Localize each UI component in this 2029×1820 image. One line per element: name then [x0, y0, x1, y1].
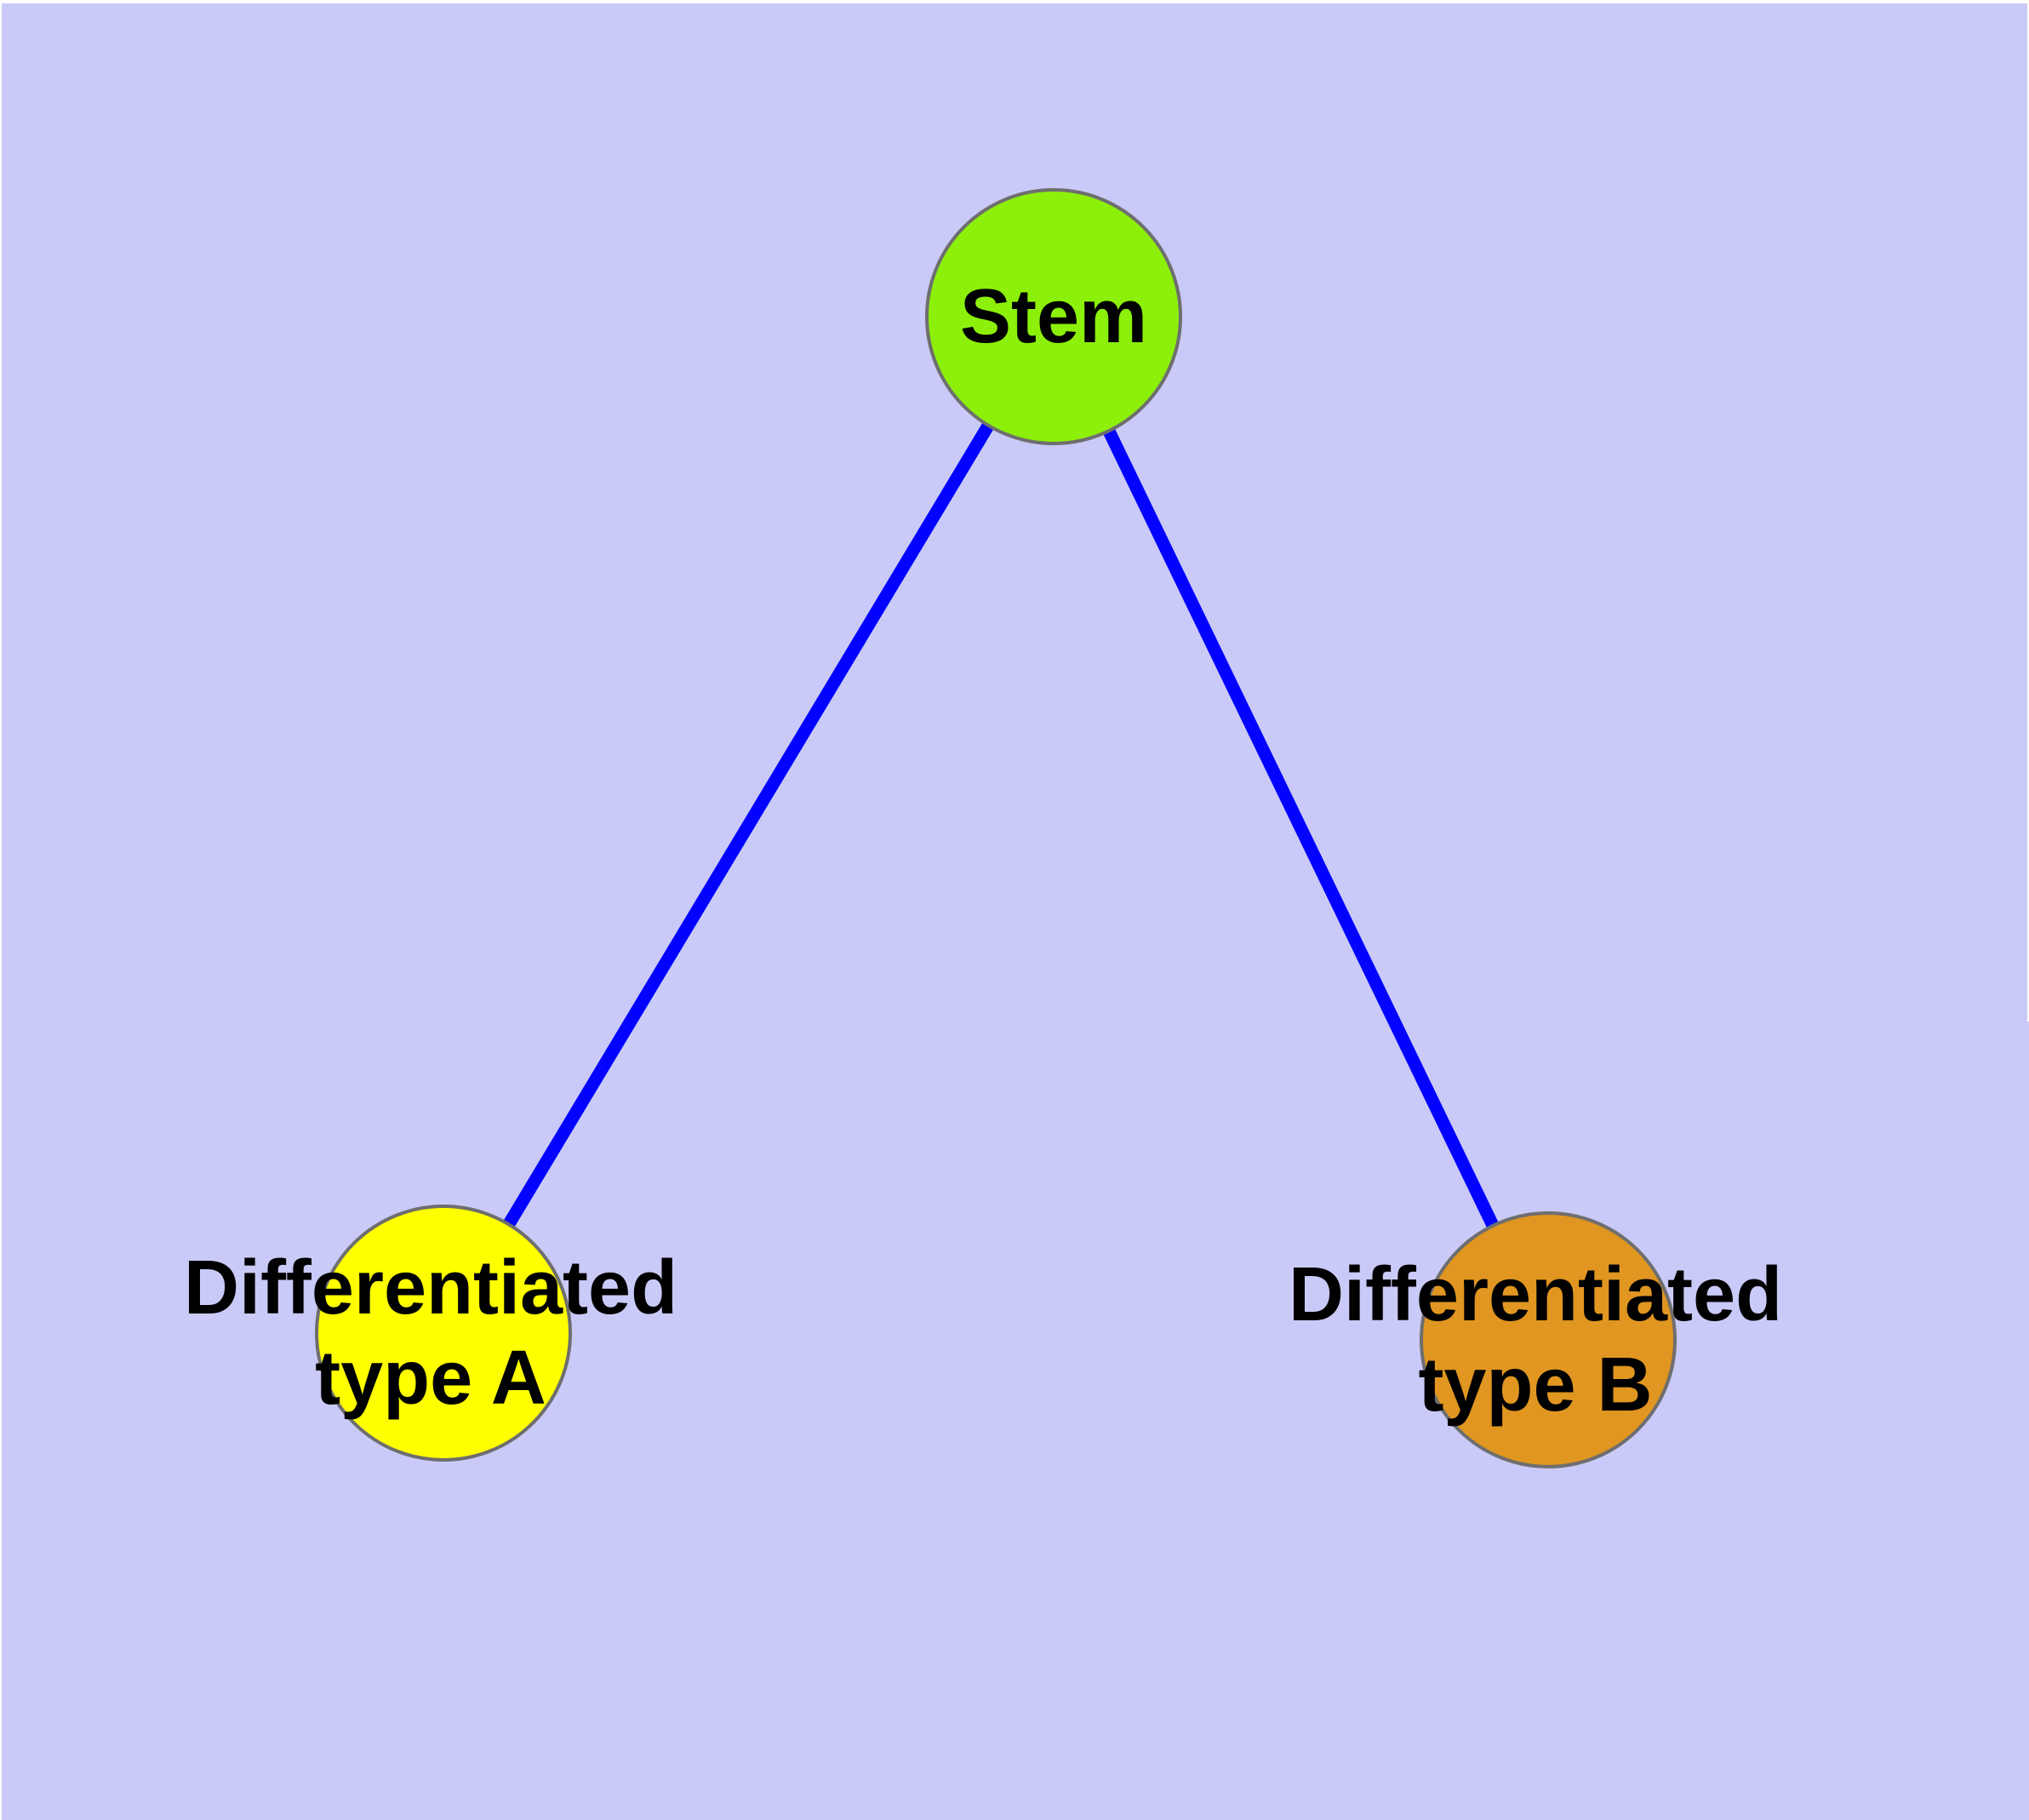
- canvas-frame-right: [2027, 0, 2029, 1022]
- canvas-frame-left: [0, 0, 2, 1820]
- node-stem-label: Stem: [959, 273, 1148, 359]
- edge-stem-to-type-b: [1048, 313, 1554, 1343]
- node-differentiated-type-b-label: Differentiated type B: [1289, 1250, 1782, 1430]
- node-differentiated-type-b: [1420, 1211, 1677, 1468]
- canvas-frame-top: [0, 0, 2029, 3]
- node-a-label-line2: type A: [315, 1336, 546, 1421]
- node-stem: Stem: [925, 188, 1182, 445]
- edge-stem-to-type-a: [437, 313, 1060, 1336]
- node-a-label-line1: Differentiated: [183, 1245, 678, 1331]
- node-differentiated-type-a: [315, 1205, 572, 1462]
- node-b-label-line2: type B: [1418, 1342, 1653, 1428]
- node-differentiated-type-a-label: Differentiated type A: [184, 1243, 677, 1423]
- node-b-label-line1: Differentiated: [1288, 1252, 1783, 1337]
